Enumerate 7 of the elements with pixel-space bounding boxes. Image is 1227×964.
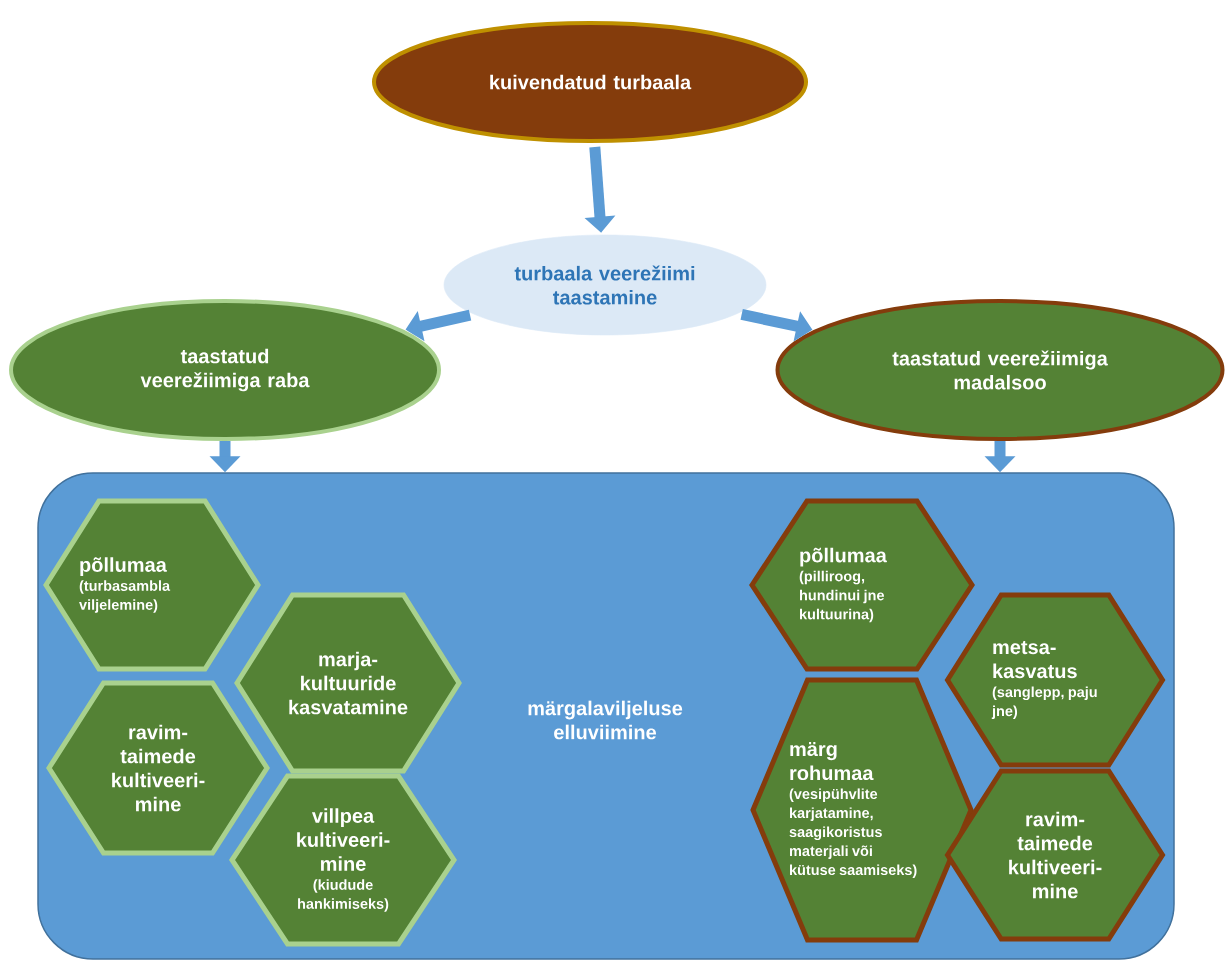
hexagon: märg rohumaa (vesipühvlite karjatamine, saagikoristus materjali või kütuse saamiseks)	[750, 677, 974, 943]
hexagon: põllumaa (turbasambla viljelemine)	[43, 498, 261, 672]
hexagon: marja-kultuuride kasvatamine	[234, 592, 462, 774]
hexagon: villpea kultiveeri-mine (kiudude hankimiseks)	[229, 773, 457, 947]
hexagon: ravim-taimede kultiveeri-mine	[46, 680, 270, 856]
hexagon: põllumaa (pilliroog, hundinui jne kultuurina)	[749, 498, 975, 672]
node-label: ravim-taimede kultiveeri-mine	[1009, 811, 1102, 899]
